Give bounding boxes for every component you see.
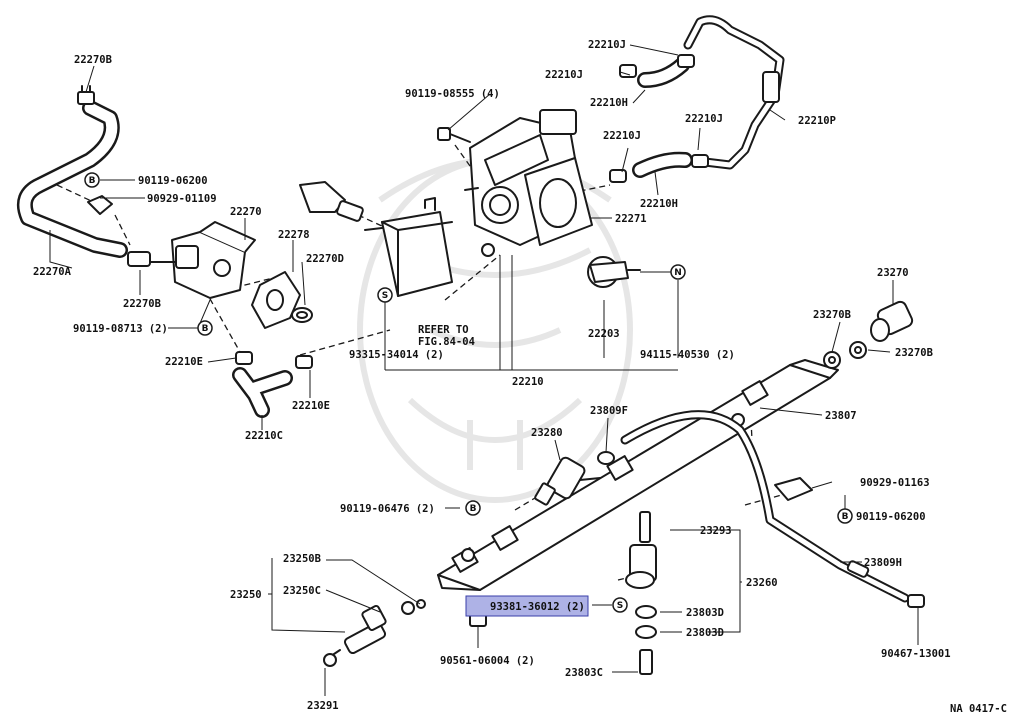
injector-23250 [323, 599, 426, 667]
label-90119-06476[interactable]: 90119-06476 (2) [340, 503, 435, 515]
damper-23270 [870, 300, 914, 342]
label-22270b-mid[interactable]: 22270B [123, 298, 161, 310]
label-90561[interactable]: 90561-06004 (2) [440, 655, 535, 667]
label-22210j-a[interactable]: 22210J [588, 39, 626, 51]
label-90119-06200-a[interactable]: 90119-06200 [138, 175, 208, 187]
label-23280[interactable]: 23280 [531, 427, 563, 439]
label-23291[interactable]: 23291 [307, 700, 339, 712]
hose-22210h-mid [632, 151, 693, 178]
intake-box [364, 197, 453, 297]
leader-lines [49, 44, 919, 696]
label-23260[interactable]: 23260 [746, 577, 778, 589]
clamp-90467-13001 [907, 594, 925, 608]
label-23270b-b[interactable]: 23270B [895, 347, 933, 359]
label-23809f[interactable]: 23809F [590, 405, 628, 417]
sensor-22203 [587, 256, 641, 288]
gasket-23270b-a [823, 351, 841, 369]
label-23270b-a[interactable]: 23270B [813, 309, 851, 321]
circle-b-4: B [837, 508, 853, 524]
label-23250b[interactable]: 23250B [283, 553, 321, 565]
svg-text:S: S [382, 291, 388, 301]
label-22210c[interactable]: 22210C [245, 430, 283, 442]
label-90929-01163[interactable]: 90929-01163 [860, 477, 930, 489]
note-line-2: FIG.84-04 [418, 336, 475, 348]
label-90119-08713[interactable]: 90119-08713 (2) [73, 323, 168, 335]
clamp-90929-01109 [87, 195, 113, 215]
label-23809h[interactable]: 23809H [864, 557, 902, 569]
label-23293[interactable]: 23293 [700, 525, 732, 537]
label-22278[interactable]: 22278 [278, 229, 310, 241]
label-23803c[interactable]: 23803C [565, 667, 603, 679]
label-22210h-b[interactable]: 22210H [640, 198, 678, 210]
pipe-22210p [683, 15, 785, 170]
clamp-22270b-top [77, 85, 95, 105]
gasket-22271 [524, 157, 593, 246]
clip-90929-01163 [774, 477, 813, 501]
air-connector [299, 181, 364, 222]
circle-b-1: B [84, 172, 100, 188]
label-23803d-b[interactable]: 23803D [686, 627, 724, 639]
clamp-22210e-a [235, 351, 253, 365]
label-90467[interactable]: 90467-13001 [881, 648, 951, 660]
label-22210j-d[interactable]: 22210J [603, 130, 641, 142]
label-22210e-a[interactable]: 22210E [165, 356, 203, 368]
circle-b-3: B [465, 500, 481, 516]
hose-22210h-top [637, 57, 690, 88]
svg-text:B: B [202, 324, 209, 334]
part-labels: 22270B 90119-06200 90929-01109 22270 222… [33, 39, 1007, 715]
label-90119-06200-b[interactable]: 90119-06200 [856, 511, 926, 523]
label-22270b-top[interactable]: 22270B [74, 54, 112, 66]
pressure-regulator-23260 [625, 511, 657, 675]
label-90119-08555[interactable]: 90119-08555 (4) [405, 88, 500, 100]
svg-text:N: N [674, 268, 682, 278]
clamp-22210j-set [609, 54, 709, 183]
svg-text:B: B [470, 504, 477, 514]
label-22270a[interactable]: 22270A [33, 266, 72, 278]
label-90929-01109[interactable]: 90929-01109 [147, 193, 217, 205]
label-23803d-a[interactable]: 23803D [686, 607, 724, 619]
note-line-1: REFER TO [418, 324, 469, 336]
circle-b-2: B [197, 320, 213, 336]
label-23270[interactable]: 23270 [877, 267, 909, 279]
label-94115[interactable]: 94115-40530 (2) [640, 349, 735, 361]
label-22203[interactable]: 22203 [588, 328, 620, 340]
figure-code: NA 0417-C [950, 703, 1007, 715]
label-22210p[interactable]: 22210P [798, 115, 836, 127]
svg-text:B: B [842, 512, 849, 522]
injector-23280 [534, 456, 601, 506]
gasket-23809f [597, 451, 615, 465]
circle-n: N [670, 264, 686, 280]
label-22270d[interactable]: 22270D [306, 253, 344, 265]
clamp-22210e-b [295, 355, 313, 369]
label-23807[interactable]: 23807 [825, 410, 857, 422]
circle-s-1: S [377, 287, 393, 303]
label-23250[interactable]: 23250 [230, 589, 262, 601]
label-23250c[interactable]: 23250C [283, 585, 321, 597]
label-93315[interactable]: 93315-34014 (2) [349, 349, 444, 361]
label-22210j-c[interactable]: 22210J [685, 113, 723, 125]
hose-22270a [17, 100, 128, 258]
isc-valve-22270 [149, 221, 256, 299]
label-22270[interactable]: 22270 [230, 206, 262, 218]
svg-text:B: B [89, 176, 96, 186]
highlight-93381[interactable] [465, 595, 589, 617]
hose-22210c [232, 367, 293, 418]
fuel-pipe-23809h [620, 410, 910, 603]
label-22271[interactable]: 22271 [615, 213, 647, 225]
label-22210j-b[interactable]: 22210J [545, 69, 583, 81]
bolt-90119-08555 [437, 127, 471, 143]
label-93381[interactable]: 93381-36012 (2) [490, 601, 585, 613]
gasket-22278 [251, 271, 301, 329]
label-22210[interactable]: 22210 [512, 376, 544, 388]
gasket-23270b-b [849, 341, 867, 359]
oring-22270d [291, 307, 313, 323]
label-22210e-b[interactable]: 22210E [292, 400, 330, 412]
clamp-22270b-mid [127, 251, 151, 267]
circle-s-2: S [612, 597, 628, 613]
label-22210h-a[interactable]: 22210H [590, 97, 628, 109]
svg-text:S: S [617, 601, 623, 611]
